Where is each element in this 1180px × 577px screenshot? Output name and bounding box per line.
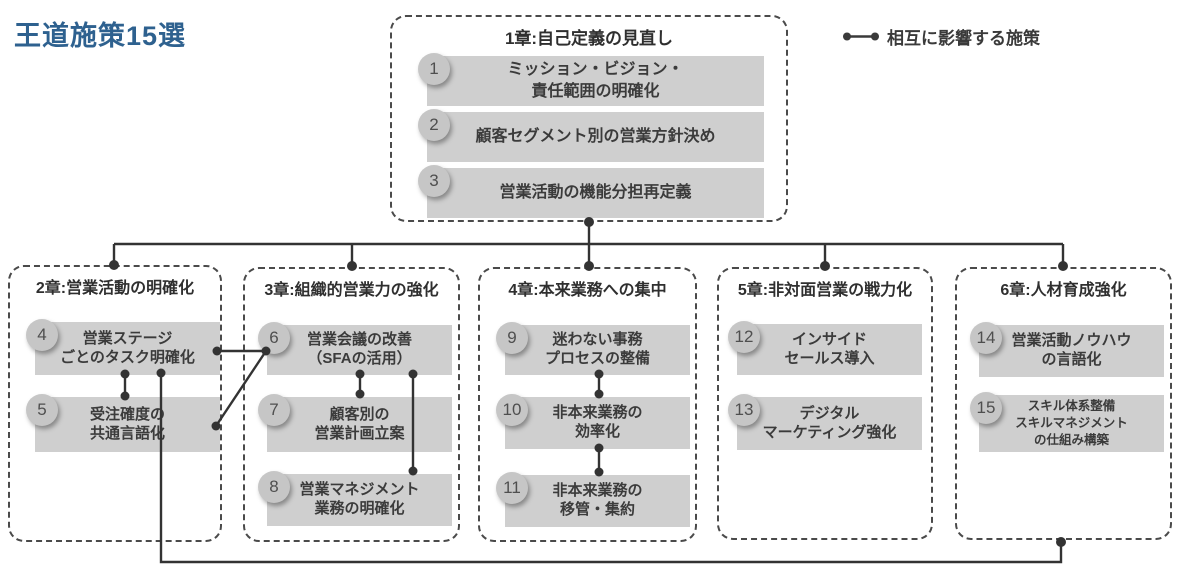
item-6: 6 営業会議の改善 （SFAの活用） (258, 322, 452, 375)
chapter-6-title: 6章:人材育成強化 (1000, 282, 1127, 299)
item-15-number-badge: 15 (970, 392, 1002, 424)
chapter-2-title: 2章:営業活動の明確化 (35, 280, 195, 297)
chapter-1-title: 1章:自己定義の見直し (504, 29, 674, 48)
page-title: 王道施策15選 (14, 21, 187, 51)
mutual-influence-icon (843, 32, 879, 41)
item-13: 13 デジタル マーケティング強化 (728, 394, 922, 450)
item-15-label: スキル体系整備 スキルマネジメント の仕組み構築 (1015, 399, 1128, 447)
item-12-label: インサイド セールス導入 (784, 330, 875, 367)
item-3-number-badge: 3 (418, 165, 450, 197)
item-4-number-badge: 4 (26, 319, 58, 351)
chapter-4-title: 4章:本来業務への集中 (508, 282, 667, 299)
item-14: 14 営業活動ノウハウ の言語化 (970, 322, 1164, 377)
item-7: 7 顧客別の 営業計画立案 (258, 394, 452, 452)
legend-label: 相互に影響する施策 (887, 29, 1040, 48)
item-11-number-badge: 11 (496, 472, 528, 504)
chapter-5-title: 5章:非対面営業の戦力化 (737, 282, 913, 299)
item-13-number-badge: 13 (728, 394, 760, 426)
item-3-label: 営業活動の機能分担再定義 (499, 183, 692, 201)
item-8-number-badge: 8 (258, 471, 290, 503)
tree-connector (109, 217, 1068, 271)
item-8: 8 営業マネジメント 業務の明確化 (258, 471, 452, 526)
item-11-label: 非本来業務の 移管・集約 (552, 482, 643, 518)
item-1: 1 ミッション・ビジョン・ 責任範囲の明確化 (418, 53, 764, 106)
chapter-box-1: 1章:自己定義の見直し 1 ミッション・ビジョン・ 責任範囲の明確化 2 顧客セ… (390, 15, 788, 222)
chapter-box-4: 4章:本来業務への集中 9 迷わない事務 プロセスの整備 10 非本来業務の 効… (478, 267, 697, 542)
item-10-label: 非本来業務の 効率化 (552, 404, 643, 440)
chapter-box-5: 5章:非対面営業の戦力化 12 インサイド セールス導入 13 デジタル マーケ… (717, 267, 933, 540)
item-4-label: 営業ステージ ごとのタスク明確化 (60, 329, 195, 366)
item-6-label: 営業会議の改善 （SFAの活用） (306, 331, 412, 367)
item-3: 3 営業活動の機能分担再定義 (418, 165, 764, 218)
item-9-number-badge: 9 (496, 322, 528, 354)
chapter-3-title: 3章:組織的営業力の強化 (264, 282, 439, 299)
item-2: 2 顧客セグメント別の営業方針決め (418, 109, 764, 162)
item-14-label: 営業活動ノウハウ の言語化 (1011, 332, 1132, 368)
item-9-label: 迷わない事務 プロセスの整備 (544, 331, 650, 367)
chapter-box-3: 3章:組織的営業力の強化 6 営業会議の改善 （SFAの活用） 7 顧客別の 営… (243, 267, 460, 542)
item-12-number-badge: 12 (728, 321, 760, 353)
item-4: 4 営業ステージ ごとのタスク明確化 (26, 319, 220, 375)
chapter-box-6: 6章:人材育成強化 14 営業活動ノウハウ の言語化 15 スキル体系整備 スキ… (955, 267, 1172, 540)
item-14-number-badge: 14 (970, 322, 1002, 354)
item-1-number-badge: 1 (418, 53, 450, 85)
item-7-label: 顧客別の 営業計画立案 (314, 405, 405, 442)
item-2-number-badge: 2 (418, 109, 450, 141)
item-6-number-badge: 6 (258, 322, 290, 354)
item-12: 12 インサイド セールス導入 (728, 321, 922, 375)
item-10: 10 非本来業務の 効率化 (496, 394, 690, 449)
chapter-box-2: 2章:営業活動の明確化 4 営業ステージ ごとのタスク明確化 5 受注確度の 共… (8, 265, 222, 542)
item-15: 15 スキル体系整備 スキルマネジメント の仕組み構築 (970, 392, 1164, 452)
item-11: 11 非本来業務の 移管・集約 (496, 472, 690, 527)
item-5-label: 受注確度の 共通言語化 (89, 405, 165, 442)
item-5-number-badge: 5 (26, 394, 58, 426)
item-9: 9 迷わない事務 プロセスの整備 (496, 322, 690, 375)
item-5: 5 受注確度の 共通言語化 (26, 394, 220, 452)
item-10-number-badge: 10 (496, 394, 528, 426)
legend: 相互に影響する施策 (842, 24, 1040, 49)
item-7-number-badge: 7 (258, 394, 290, 426)
item-1-label: ミッション・ビジョン・ 責任範囲の明確化 (507, 60, 684, 100)
item-8-label: 営業マネジメント 業務の明確化 (299, 481, 420, 517)
item-13-label: デジタル マーケティング強化 (762, 404, 897, 441)
item-2-label: 顧客セグメント別の営業方針決め (475, 127, 716, 145)
